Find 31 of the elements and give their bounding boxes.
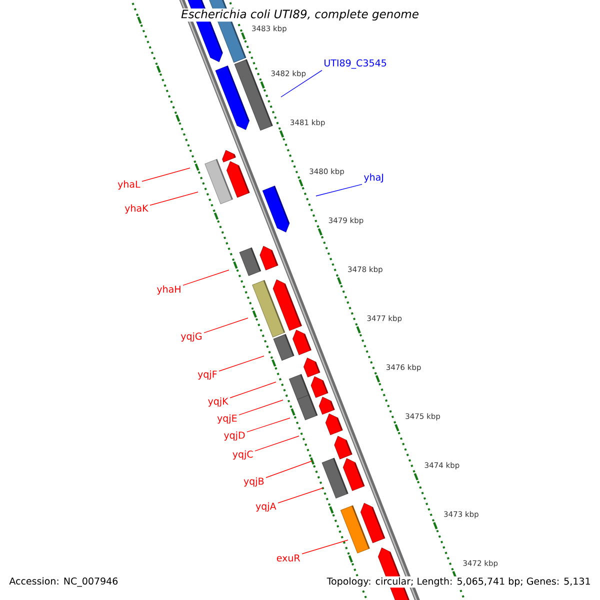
gene-label: yqjK (208, 397, 228, 407)
gene-label: yqjE (217, 414, 237, 424)
leader-line (316, 184, 362, 196)
gene-label: exuR (276, 554, 300, 562)
gene-label: yqjF (198, 370, 217, 380)
gene-label: yqjD (224, 431, 245, 441)
gene-label: yqjA (256, 502, 276, 512)
leader-line (266, 460, 312, 478)
leader-line (142, 168, 190, 182)
genome-info-text: Topology: circular; Length: 5,065,741 bp; Genes: 5,131 (326, 576, 592, 588)
gene-label: yhaH (156, 285, 180, 295)
gene-label: UTI89_C3545 (324, 59, 386, 69)
leader-line (278, 488, 324, 504)
leader-line (246, 418, 290, 432)
leader-line (218, 356, 264, 372)
leader-line (238, 400, 284, 416)
leader-line (204, 318, 248, 334)
gene-label: yqjC (232, 450, 253, 460)
accession-text: Accession: NC_007946 (8, 576, 120, 588)
leader-line (254, 436, 300, 452)
leader-line (182, 270, 230, 286)
title: Escherichia coli UTI89, complete genome (180, 8, 420, 22)
gene-label: yqjG (180, 332, 202, 342)
gene-label: yhaK (124, 204, 148, 214)
leader-line (150, 192, 198, 206)
leader-line (230, 382, 276, 398)
leader-line (280, 70, 322, 98)
gene-label: yhaJ (364, 173, 384, 183)
gene-label: yhaL (118, 180, 140, 190)
leader-line (302, 540, 348, 554)
gene-label: yqjB (244, 477, 264, 487)
